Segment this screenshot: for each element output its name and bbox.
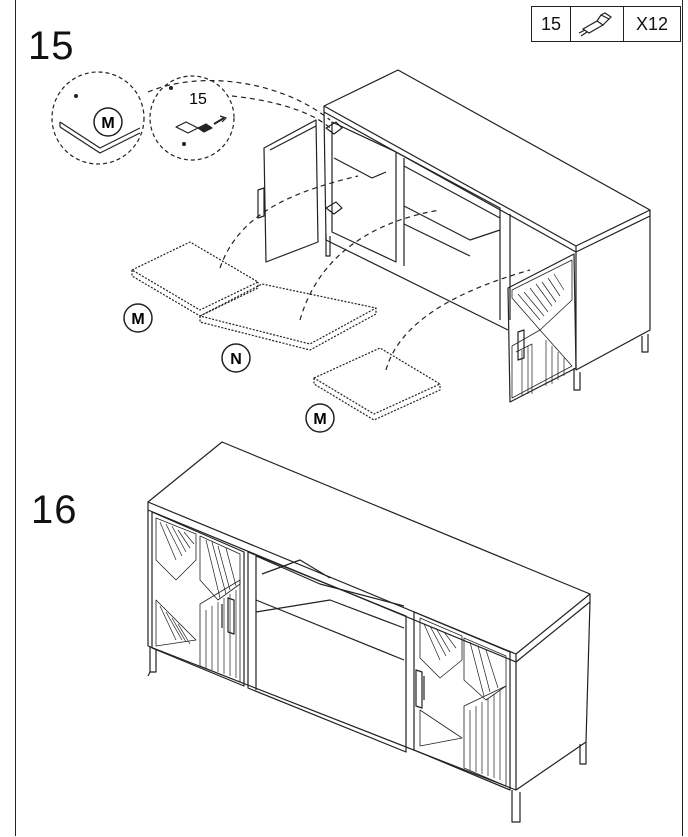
shelf-label-m-bottom: M [313,411,326,428]
shelf-label-m-top: M [131,311,144,328]
part-ref: 15 [540,13,562,34]
detail-shelf-label: M [101,115,114,132]
detail-circle-shelf [51,71,145,165]
shelf-label-n: N [230,351,242,368]
step-number-16: 16 [31,488,78,532]
shelf-panel-n [199,283,377,351]
right-door [507,253,577,403]
parts-box: 15 X12 [531,6,681,42]
step-number-15: 15 [28,24,75,68]
cabinet-assembled-step16 [147,441,591,823]
detail-circle-screw [149,75,235,161]
shelf-panel-m-top [131,241,259,317]
cabinet-body-step15 [323,69,651,391]
part-quantity: X12 [623,7,680,41]
shelf-panel-m-bottom [313,347,441,421]
callout-screw-ref: 15 [189,91,207,108]
left-door-open [257,119,319,263]
dowel-screw-icon [570,7,623,41]
page-frame [15,0,683,836]
